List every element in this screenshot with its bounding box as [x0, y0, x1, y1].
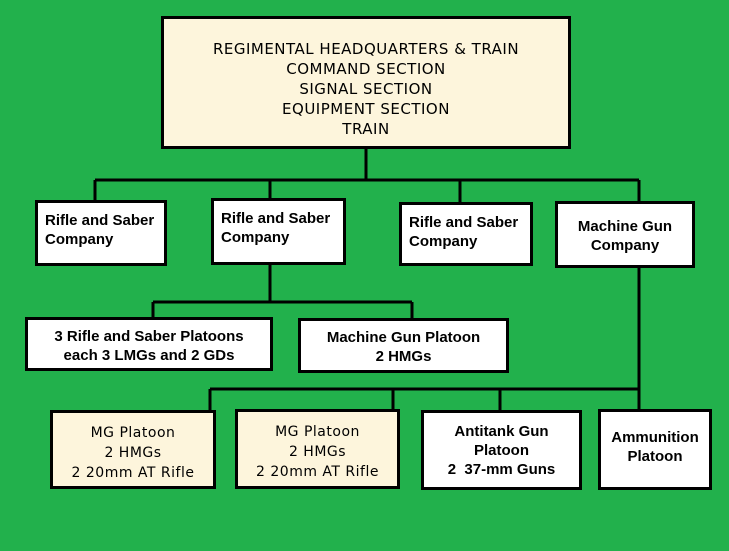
unit-line: 2 HMGs	[288, 444, 347, 460]
unit-line: Antitank Gun	[454, 423, 549, 440]
mg-platoon-box-2: MG Platoon 2 HMGs 2 20mm AT Rifle	[235, 409, 400, 489]
platoon-line: 2 HMGs	[375, 348, 432, 365]
company-line: Company	[45, 231, 114, 248]
hq-line: TRAIN	[342, 120, 390, 138]
unit-line: 2 20mm AT Rifle	[71, 465, 195, 481]
unit-line: MG Platoon	[275, 424, 360, 440]
hq-line: REGIMENTAL HEADQUARTERS & TRAIN	[212, 40, 520, 58]
antitank-gun-platoon-box: Antitank Gun Platoon 2 37-mm Guns	[421, 410, 582, 490]
mg-platoon-box-1: MG Platoon 2 HMGs 2 20mm AT Rifle	[50, 410, 216, 489]
company-line: Machine Gun	[577, 218, 673, 235]
hq-line: SIGNAL SECTION	[299, 80, 433, 98]
unit-line: 2 HMGs	[104, 445, 162, 461]
rifle-saber-company-box-1: Rifle and Saber Company	[35, 200, 167, 266]
hq-line: COMMAND SECTION	[286, 60, 446, 78]
unit-line: Platoon	[474, 442, 529, 459]
platoon-line: Machine Gun Platoon	[326, 329, 481, 346]
unit-line: Platoon	[627, 448, 683, 465]
hq-line: EQUIPMENT SECTION	[282, 100, 450, 118]
machine-gun-company-box: Machine Gun Company	[555, 201, 695, 268]
company-line: Company	[221, 229, 290, 246]
company-line: Company	[409, 233, 478, 250]
rifle-saber-platoons-box: 3 Rifle and Saber Platoons each 3 LMGs a…	[25, 317, 273, 371]
unit-line: MG Platoon	[90, 425, 176, 441]
platoon-line: 3 Rifle and Saber Platoons	[54, 328, 244, 345]
unit-line: 2 20mm AT Rifle	[256, 464, 379, 480]
regimental-hq-box: REGIMENTAL HEADQUARTERS & TRAIN COMMAND …	[161, 16, 571, 149]
company-line: Company	[590, 237, 660, 254]
machine-gun-platoon-box: Machine Gun Platoon 2 HMGs	[298, 318, 509, 373]
platoon-line: each 3 LMGs and 2 GDs	[63, 347, 235, 364]
unit-line: Ammunition	[611, 429, 699, 446]
company-line: Rifle and Saber	[45, 212, 155, 229]
company-line: Rifle and Saber	[409, 214, 519, 231]
rifle-saber-company-box-3: Rifle and Saber Company	[399, 202, 533, 266]
ammunition-platoon-box: Ammunition Platoon	[598, 409, 712, 490]
rifle-saber-company-box-2: Rifle and Saber Company	[211, 198, 346, 265]
unit-line: 2 37-mm Guns	[447, 461, 556, 478]
company-line: Rifle and Saber	[221, 210, 331, 227]
